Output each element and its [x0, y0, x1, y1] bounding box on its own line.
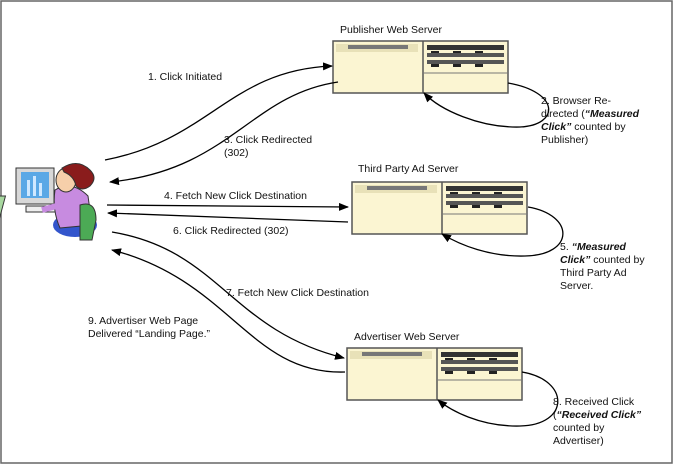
edge-3-arrow [109, 81, 339, 186]
third-party-ad-server: Third Party Ad Server [351, 163, 528, 235]
woman-at-computer-icon [0, 163, 97, 241]
edge-6-arrow [107, 209, 349, 223]
edge-2-loop [423, 82, 550, 128]
publisher-web-server: Publisher Web Server [332, 24, 509, 94]
edge-5-label: 5. “Measured Click” counted by Third Par… [560, 241, 648, 292]
edge-6-label: 6. Click Redirected (302) [173, 225, 289, 237]
edge-7-arrow [111, 231, 345, 360]
advertiser-web-server: Advertiser Web Server [346, 331, 523, 401]
edge-2-label: 2. Browser Re- directed (“Measured Click… [541, 95, 642, 146]
edge-4-label: 4. Fetch New Click Destination [164, 190, 307, 202]
edge-1-arrow [104, 62, 333, 161]
edge-1-label: 1. Click Initiated [148, 71, 222, 83]
advertiser-title: Advertiser Web Server [354, 331, 460, 343]
third-party-title: Third Party Ad Server [358, 163, 459, 175]
edge-8-loop [437, 371, 559, 427]
edge-9-arrow [111, 248, 346, 373]
publisher-title: Publisher Web Server [340, 24, 442, 36]
edge-5-loop [441, 206, 564, 257]
edge-9-label: 9. Advertiser Web Page Delivered “Landin… [88, 315, 210, 340]
edge-8-label: 8. Received Click (“Received Click” coun… [553, 396, 644, 447]
edge-4-arrow [106, 202, 349, 211]
edge-7-label: 7. Fetch New Click Destination [226, 287, 369, 299]
edge-3-label: 3. Click Redirected (302) [224, 134, 315, 159]
